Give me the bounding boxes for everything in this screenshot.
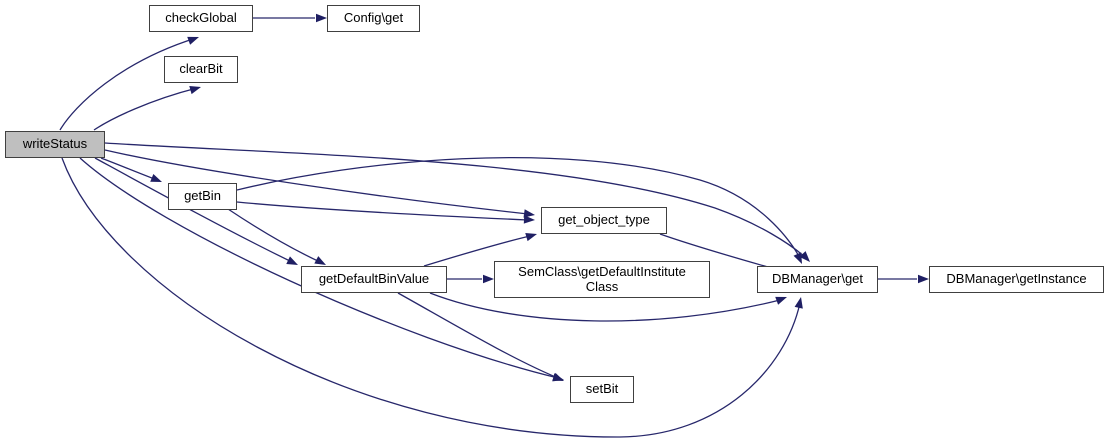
arrowhead-getBin-to-getDefaultBin <box>314 256 326 265</box>
edge-writeStatus-to-checkGlobal <box>59 37 197 131</box>
node-setBit[interactable]: setBit <box>570 376 634 403</box>
edge-getBin-to-getObjectType <box>236 201 529 221</box>
node-semClass[interactable]: SemClass\getDefaultInstitute Class <box>494 261 710 298</box>
edge-getDefaultBin-to-setBit <box>397 292 559 379</box>
arrowhead-checkGlobal-to-configGet <box>316 13 327 23</box>
edge-writeStatus-to-getDefaultBin <box>94 157 293 263</box>
edge-writeStatus-to-setBit <box>79 157 559 379</box>
node-getObjectType[interactable]: get_object_type <box>541 207 667 234</box>
arrowhead-getDefaultBin-to-semClass <box>483 274 494 284</box>
arrowhead-writeStatus-to-getObjectType <box>523 209 535 218</box>
node-getDefaultBin[interactable]: getDefaultBinValue <box>301 266 447 293</box>
edge-getBin-to-getDefaultBin <box>227 208 321 263</box>
edge-writeStatus-to-getObjectType <box>104 149 529 215</box>
edge-getDefaultBin-to-dbManagerGet <box>429 292 781 322</box>
node-configGet[interactable]: Config\get <box>327 5 420 32</box>
arrowhead-writeStatus-to-dbManagerGet <box>794 297 803 309</box>
arrowhead-writeStatus-to-dbManagerGet <box>799 251 810 262</box>
edge-writeStatus-to-clearBit <box>93 87 198 131</box>
arrowhead-getBin-to-getObjectType <box>523 215 535 224</box>
arrowhead-writeStatus-to-clearBit <box>189 85 201 95</box>
edge-getBin-to-dbManagerGet <box>236 156 801 259</box>
edge-writeStatus-to-dbManagerGet <box>61 157 801 438</box>
arrowhead-getBin-to-dbManagerGet <box>793 252 802 264</box>
edge-getDefaultBin-to-getObjectType <box>423 235 531 267</box>
node-clearBit[interactable]: clearBit <box>164 56 238 83</box>
arrowhead-getDefaultBin-to-getObjectType <box>525 232 537 242</box>
node-checkGlobal[interactable]: checkGlobal <box>149 5 253 32</box>
node-dbManagerInst[interactable]: DBManager\getInstance <box>929 266 1104 293</box>
edge-writeStatus-to-dbManagerGet <box>104 142 806 258</box>
arrowhead-getDefaultBin-to-dbManagerGet <box>775 296 787 305</box>
arrowhead-writeStatus-to-getBin <box>150 173 162 182</box>
node-writeStatus[interactable]: writeStatus <box>5 131 105 158</box>
node-dbManagerGet[interactable]: DBManager\get <box>757 266 878 293</box>
arrowhead-writeStatus-to-checkGlobal <box>187 36 199 45</box>
arrowhead-dbManagerGet-to-dbManagerInst <box>918 274 929 284</box>
node-getBin[interactable]: getBin <box>168 183 237 210</box>
arrowhead-writeStatus-to-getDefaultBin <box>286 256 298 265</box>
arrowhead-getDefaultBin-to-setBit <box>552 372 564 381</box>
